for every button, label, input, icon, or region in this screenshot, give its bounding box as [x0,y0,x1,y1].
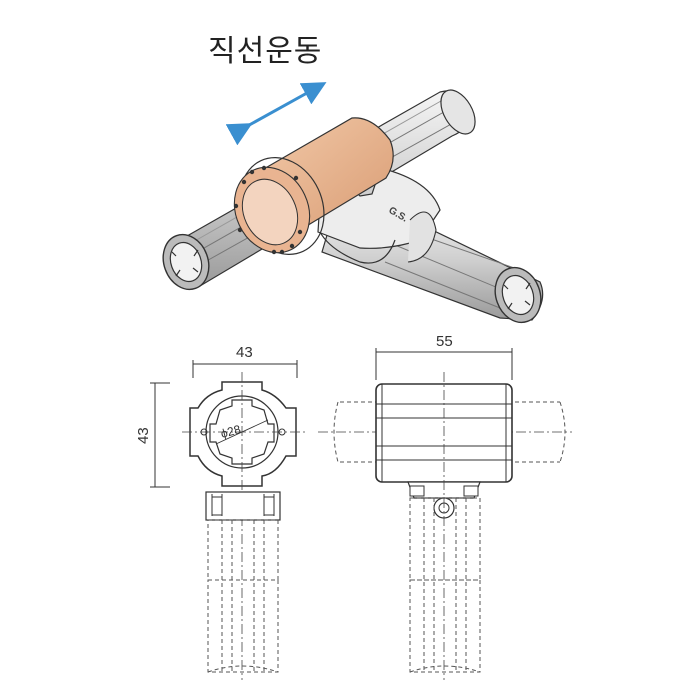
side-view: 43 43 ϕ28 [135,344,305,680]
pipe-end-right [494,266,542,324]
dimension-side-height: 43 [135,382,170,488]
motion-arrow [225,82,327,146]
sliding-sleeve [233,117,394,255]
side-height-label: 43 [135,427,152,444]
isometric-joint: G.S. [162,89,544,324]
inner-diameter-label: ϕ28 [219,422,242,441]
dimension-front-width: 55 [375,333,513,380]
dimension-side-width: 43 [192,344,298,378]
pipe-end-left [162,233,210,291]
front-width-label: 55 [436,333,453,350]
diagram-title: 직선운동 [208,34,323,69]
front-view: 55 [318,333,572,680]
side-width-label: 43 [236,344,253,361]
